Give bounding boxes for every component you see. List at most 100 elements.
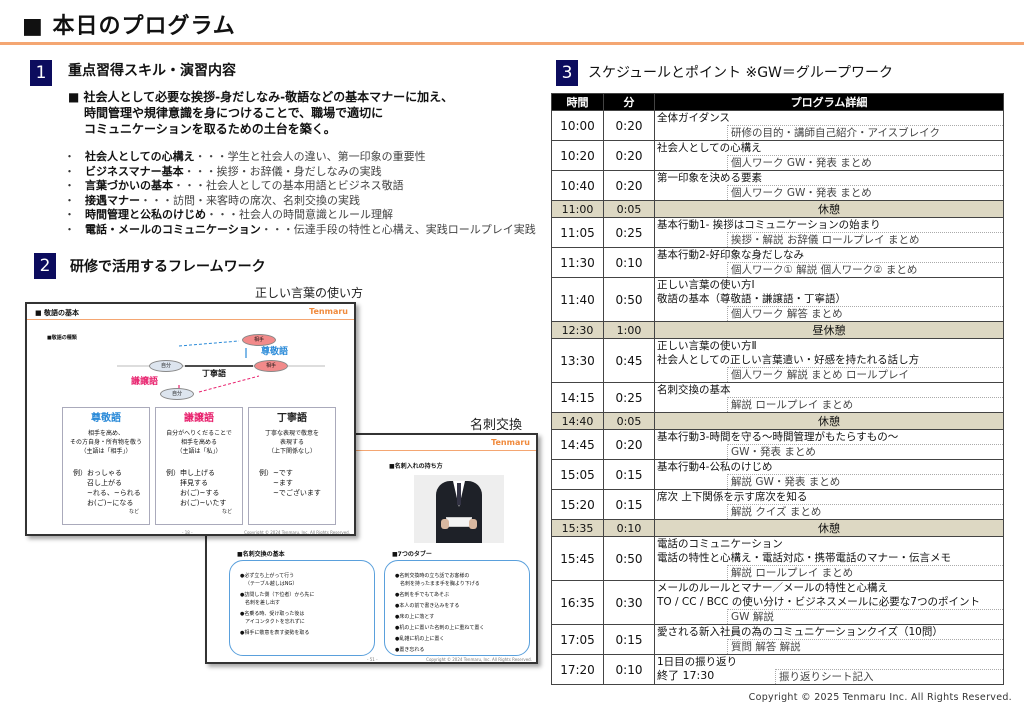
row-title: 1日目の振り返り [657, 656, 738, 668]
row-activities: 個人ワーク① 解説 個人ワーク② まとめ [727, 262, 1003, 277]
section-heading-2: 研修で活用するフレームワーク [70, 259, 266, 275]
section-number-1: 1 [30, 60, 52, 86]
taboo-item: ●机の上に置いた名刺の上に重ねて置く [395, 625, 485, 631]
keigo-box-heading: 丁寧語 [277, 413, 307, 424]
sonkei-label: 尊敬語 [261, 347, 289, 357]
keigo-box-desc: （主語は「相手」） [80, 448, 132, 455]
row-minutes: 0:10 [603, 247, 655, 278]
skill-item: 時間管理と公私のけじめ・・・社会人の時間意識とルール理解 [64, 208, 536, 223]
row-activities: 個人ワーク 解説 まとめ ロールプレイ [727, 367, 1003, 382]
row-time: 11:00 [551, 200, 604, 218]
slide-copyright: Copyright © 2024 Tenmaru, Inc. All Right… [244, 530, 350, 535]
keigo-examples: 例）~です ~ます ~でございます [259, 468, 335, 498]
basics-item: ●必ず立ち上がって行う [240, 573, 295, 579]
example-line: お(ご)~になる [73, 499, 134, 507]
skill-name: 接遇マナー [85, 193, 140, 207]
keigo-box: 尊敬語相手を高め、その方自身・所有物を敬う（主語は「相手」）例）おっしゃる 召し… [62, 407, 150, 525]
teinei-label: 丁寧語 [202, 369, 226, 378]
page-title: ■ 本日のプログラム [22, 14, 236, 39]
skill-name: 言葉づかいの基本 [85, 179, 173, 193]
skill-name: ビジネスマナー基本 [85, 164, 184, 178]
keigo-box-desc: その方自身・所有物を敬う [69, 439, 142, 446]
row-minutes: 1:00 [603, 321, 655, 339]
col-time: 時間 [551, 93, 604, 111]
taboo-item: ●本人の前で書き込みをする [395, 603, 460, 609]
row-time: 15:35 [551, 519, 604, 537]
example-line: 拝見する [166, 479, 208, 487]
row-activities: 挨拶・解説 お辞儀 ロールプレイ まとめ [727, 232, 1003, 247]
break-label: 休憩 [654, 200, 1004, 218]
kenjo-label: 謙譲語 [131, 377, 159, 387]
taboo-item: ●名刺を手でもてあそぶ [395, 592, 450, 598]
skill-name: 時間管理と公私のけじめ [85, 208, 206, 222]
row-time: 13:30 [551, 338, 604, 383]
keigo-box-desc: 表現する [279, 439, 304, 446]
taboo-box: ●名刺交換時の立ち話でお客様の名刺を持ったまま手を胸より下げる●名刺を手でもてあ… [384, 560, 530, 656]
row-title: 全体ガイダンス [657, 112, 730, 124]
row-time: 17:20 [551, 654, 604, 685]
row-time: 12:30 [551, 321, 604, 339]
row-time: 14:45 [551, 429, 604, 460]
row-time: 16:35 [551, 580, 604, 625]
row-minutes: 0:25 [603, 217, 655, 248]
row-detail: 愛される新入社員の為のコミュニケーションクイズ（10問）質問 解答 解説 [654, 624, 1004, 655]
row-minutes: 0:50 [603, 277, 655, 322]
row-title: 敬語の基本（尊敬語・謙譲語・丁寧語） [657, 293, 846, 305]
row-detail: 第一印象を決める要素個人ワーク GW・発表 まとめ [654, 170, 1004, 201]
skill-detail: ・・・訪問・来客時の席次、名刺交換の実践 [140, 193, 360, 207]
row-time: 10:40 [551, 170, 604, 201]
taboo-item: ●置き忘れる [395, 647, 425, 653]
row-activities: 解説 ロールプレイ まとめ [727, 565, 1003, 580]
row-activities: GW 解説 [727, 609, 1003, 624]
keigo-box-desc: （上下関係なし） [267, 448, 316, 455]
section-heading-1: 重点習得スキル・演習内容 [68, 63, 236, 79]
holder-heading: ■名刺入れの持ち方 [389, 463, 443, 470]
row-detail: 席次 上下関係を示す席次を知る解説 クイズ まとめ [654, 489, 1004, 520]
row-title: 電話の特性と心構え・電話対応・携帯電話のマナー・伝言メモ [657, 552, 951, 564]
row-title: 席次 上下関係を示す席次を知る [657, 491, 808, 503]
example-line: 例）~です [259, 469, 293, 477]
row-minutes: 0:45 [603, 338, 655, 383]
taboo-item: ●床の上に落とす [395, 614, 435, 620]
row-detail: 基本行動4-公私のけじめ解説 GW・発表 まとめ [654, 459, 1004, 490]
keigo-box-heading: 尊敬語 [91, 413, 121, 424]
row-activities: 解説 GW・発表 まとめ [727, 474, 1003, 489]
basics-box: ●必ず立ち上がって行う（テーブル越しはNG）●訪問した側（下位者）から先に名刺を… [229, 560, 375, 656]
slide-title: ■ 敬語の基本 [35, 309, 80, 317]
row-detail: 電話のコミュニケーション電話の特性と心構え・電話対応・携帯電話のマナー・伝言メモ… [654, 536, 1004, 581]
break-label: 休憩 [654, 519, 1004, 537]
row-minutes: 0:20 [603, 429, 655, 460]
end-time: 終了 17:30 [657, 669, 715, 682]
keigo-box-desc: 相手を高める [180, 439, 217, 446]
break-label: 休憩 [654, 412, 1004, 430]
example-line: 例）おっしゃる [73, 469, 122, 477]
skill-item: 接遇マナー・・・訪問・来客時の席次、名刺交換の実践 [64, 193, 536, 209]
slide-divider [27, 319, 354, 320]
jibun-oval: 自分 [149, 360, 183, 372]
break-label: 昼休憩 [654, 321, 1004, 339]
etc-label: など [128, 509, 139, 515]
row-time: 17:05 [551, 624, 604, 655]
row-title: TO / CC / BCC の使い分け・ビジネスメールに必要な7つのポイント [657, 596, 980, 608]
basics-heading: ■名刺交換の基本 [237, 551, 285, 558]
row-title: 基本行動1- 挨拶はコミュニケーションの始まり [657, 219, 881, 231]
row-title: 電話のコミュニケーション [657, 538, 783, 550]
skill-item: 言葉づかいの基本・・・社会人としての基本用語とビジネス敬語 [64, 179, 536, 194]
row-detail: 名刺交換の基本解説 ロールプレイ まとめ [654, 382, 1004, 413]
section-heading-3: スケジュールとポイント ※GW＝グループワーク [588, 65, 894, 81]
row-time: 14:40 [551, 412, 604, 430]
slide-page-number: - 51 - [367, 657, 378, 662]
tenmaru-logo: Tenmaru [309, 307, 348, 316]
example-line: お(ご)~する [166, 489, 220, 497]
etc-label: など [221, 509, 232, 515]
